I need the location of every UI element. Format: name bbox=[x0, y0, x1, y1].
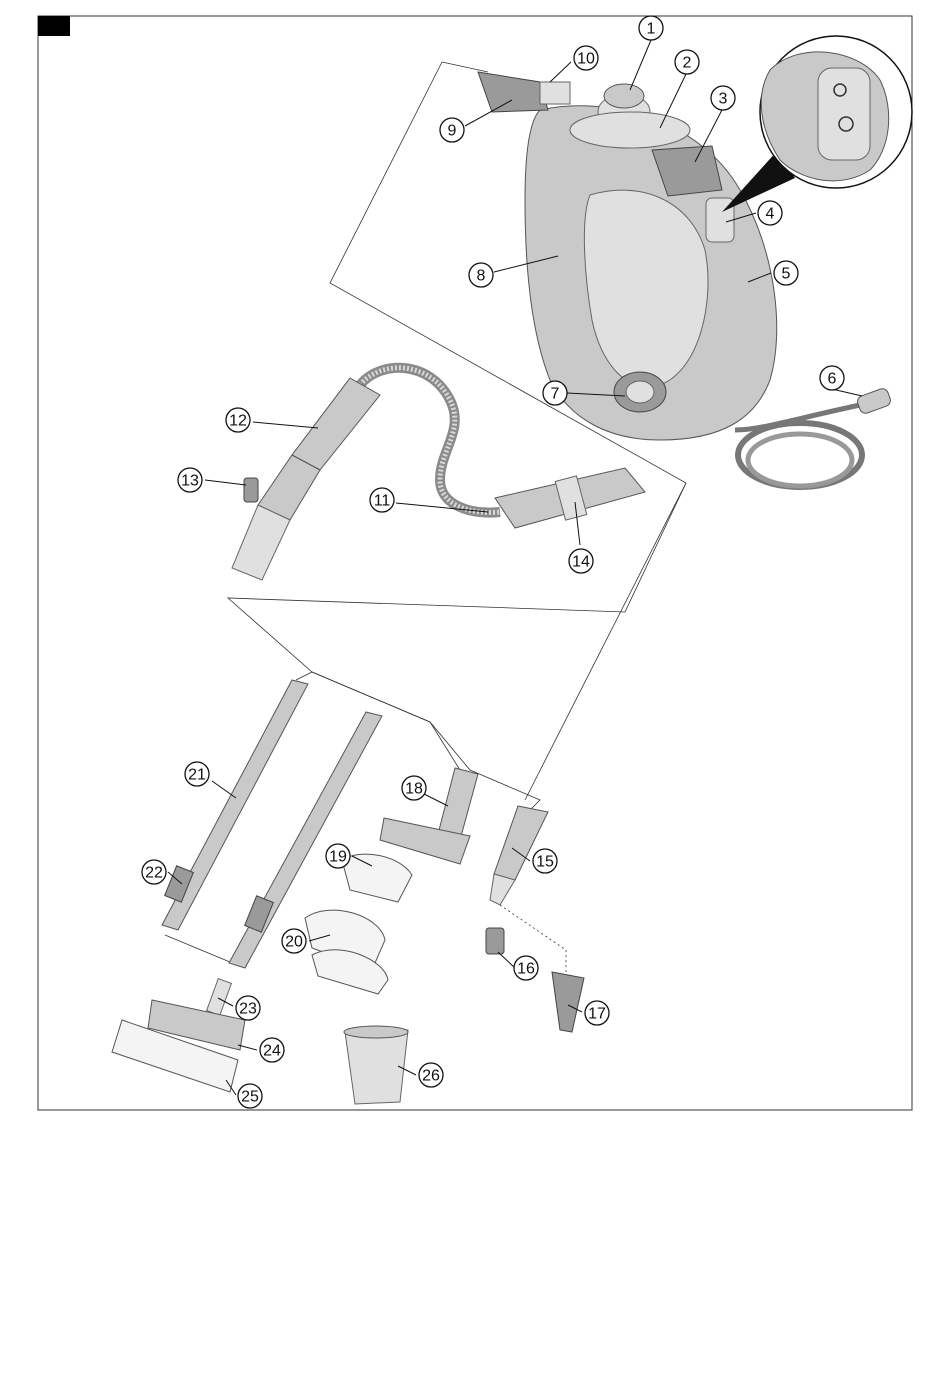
callout-number: 16 bbox=[517, 961, 535, 978]
callout-19: 19 bbox=[326, 844, 350, 868]
callout-number: 18 bbox=[405, 781, 423, 798]
callout-12: 12 bbox=[226, 408, 250, 432]
steam-cleaner-body bbox=[478, 72, 777, 440]
callout-number: 1 bbox=[647, 21, 656, 38]
callout-16: 16 bbox=[514, 956, 538, 980]
callout-17: 17 bbox=[585, 1001, 609, 1025]
callout-15: 15 bbox=[533, 849, 557, 873]
assembly-outline-right bbox=[525, 483, 686, 800]
callout-number: 6 bbox=[828, 371, 837, 388]
switch-detail-inset bbox=[722, 36, 912, 212]
callout-10: 10 bbox=[574, 46, 598, 70]
leader-lines bbox=[168, 40, 862, 1095]
callout-number: 13 bbox=[181, 473, 199, 490]
callout-number: 8 bbox=[477, 268, 486, 285]
callout-23: 23 bbox=[236, 996, 260, 1020]
spot-nozzle-assembly bbox=[486, 806, 584, 1032]
callout-number: 2 bbox=[683, 55, 692, 72]
callout-14: 14 bbox=[569, 549, 593, 573]
floor-nozzle-assembly bbox=[112, 979, 245, 1092]
callout-7: 7 bbox=[543, 381, 567, 405]
callout-number: 23 bbox=[239, 1001, 257, 1018]
callout-number: 22 bbox=[145, 865, 163, 882]
callout-number: 7 bbox=[551, 386, 560, 403]
callout-number: 10 bbox=[577, 51, 595, 68]
callout-number: 17 bbox=[588, 1006, 606, 1023]
callout-5: 5 bbox=[774, 261, 798, 285]
callout-number: 25 bbox=[241, 1089, 259, 1106]
callout-20: 20 bbox=[282, 929, 306, 953]
callout-number: 9 bbox=[448, 123, 457, 140]
callout-number: 24 bbox=[263, 1043, 281, 1060]
callout-number: 21 bbox=[188, 767, 206, 784]
callout-25: 25 bbox=[238, 1084, 262, 1108]
callout-24: 24 bbox=[260, 1038, 284, 1062]
callout-number: 14 bbox=[572, 554, 590, 571]
callout-13: 13 bbox=[178, 468, 202, 492]
callout-number: 3 bbox=[719, 91, 728, 108]
callout-1: 1 bbox=[639, 16, 663, 40]
callout-18: 18 bbox=[402, 776, 426, 800]
callout-number: 20 bbox=[285, 934, 303, 951]
callout-number: 5 bbox=[782, 266, 791, 283]
assembly-outline-top bbox=[442, 62, 488, 72]
callout-8: 8 bbox=[469, 263, 493, 287]
callout-number: 26 bbox=[422, 1068, 440, 1085]
callout-number: 12 bbox=[229, 413, 247, 430]
callout-2: 2 bbox=[675, 50, 699, 74]
corner-tab bbox=[38, 16, 70, 36]
callout-11: 11 bbox=[370, 488, 394, 512]
callout-6: 6 bbox=[820, 366, 844, 390]
callout-4: 4 bbox=[758, 201, 782, 225]
callout-26: 26 bbox=[419, 1063, 443, 1087]
callout-22: 22 bbox=[142, 860, 166, 884]
callout-number: 19 bbox=[329, 849, 347, 866]
callout-9: 9 bbox=[440, 118, 464, 142]
measuring-cup bbox=[344, 1026, 408, 1104]
callout-number: 11 bbox=[374, 493, 391, 510]
callout-3: 3 bbox=[711, 86, 735, 110]
callout-number: 4 bbox=[766, 206, 775, 223]
callout-number: 15 bbox=[536, 854, 554, 871]
callout-21: 21 bbox=[185, 762, 209, 786]
